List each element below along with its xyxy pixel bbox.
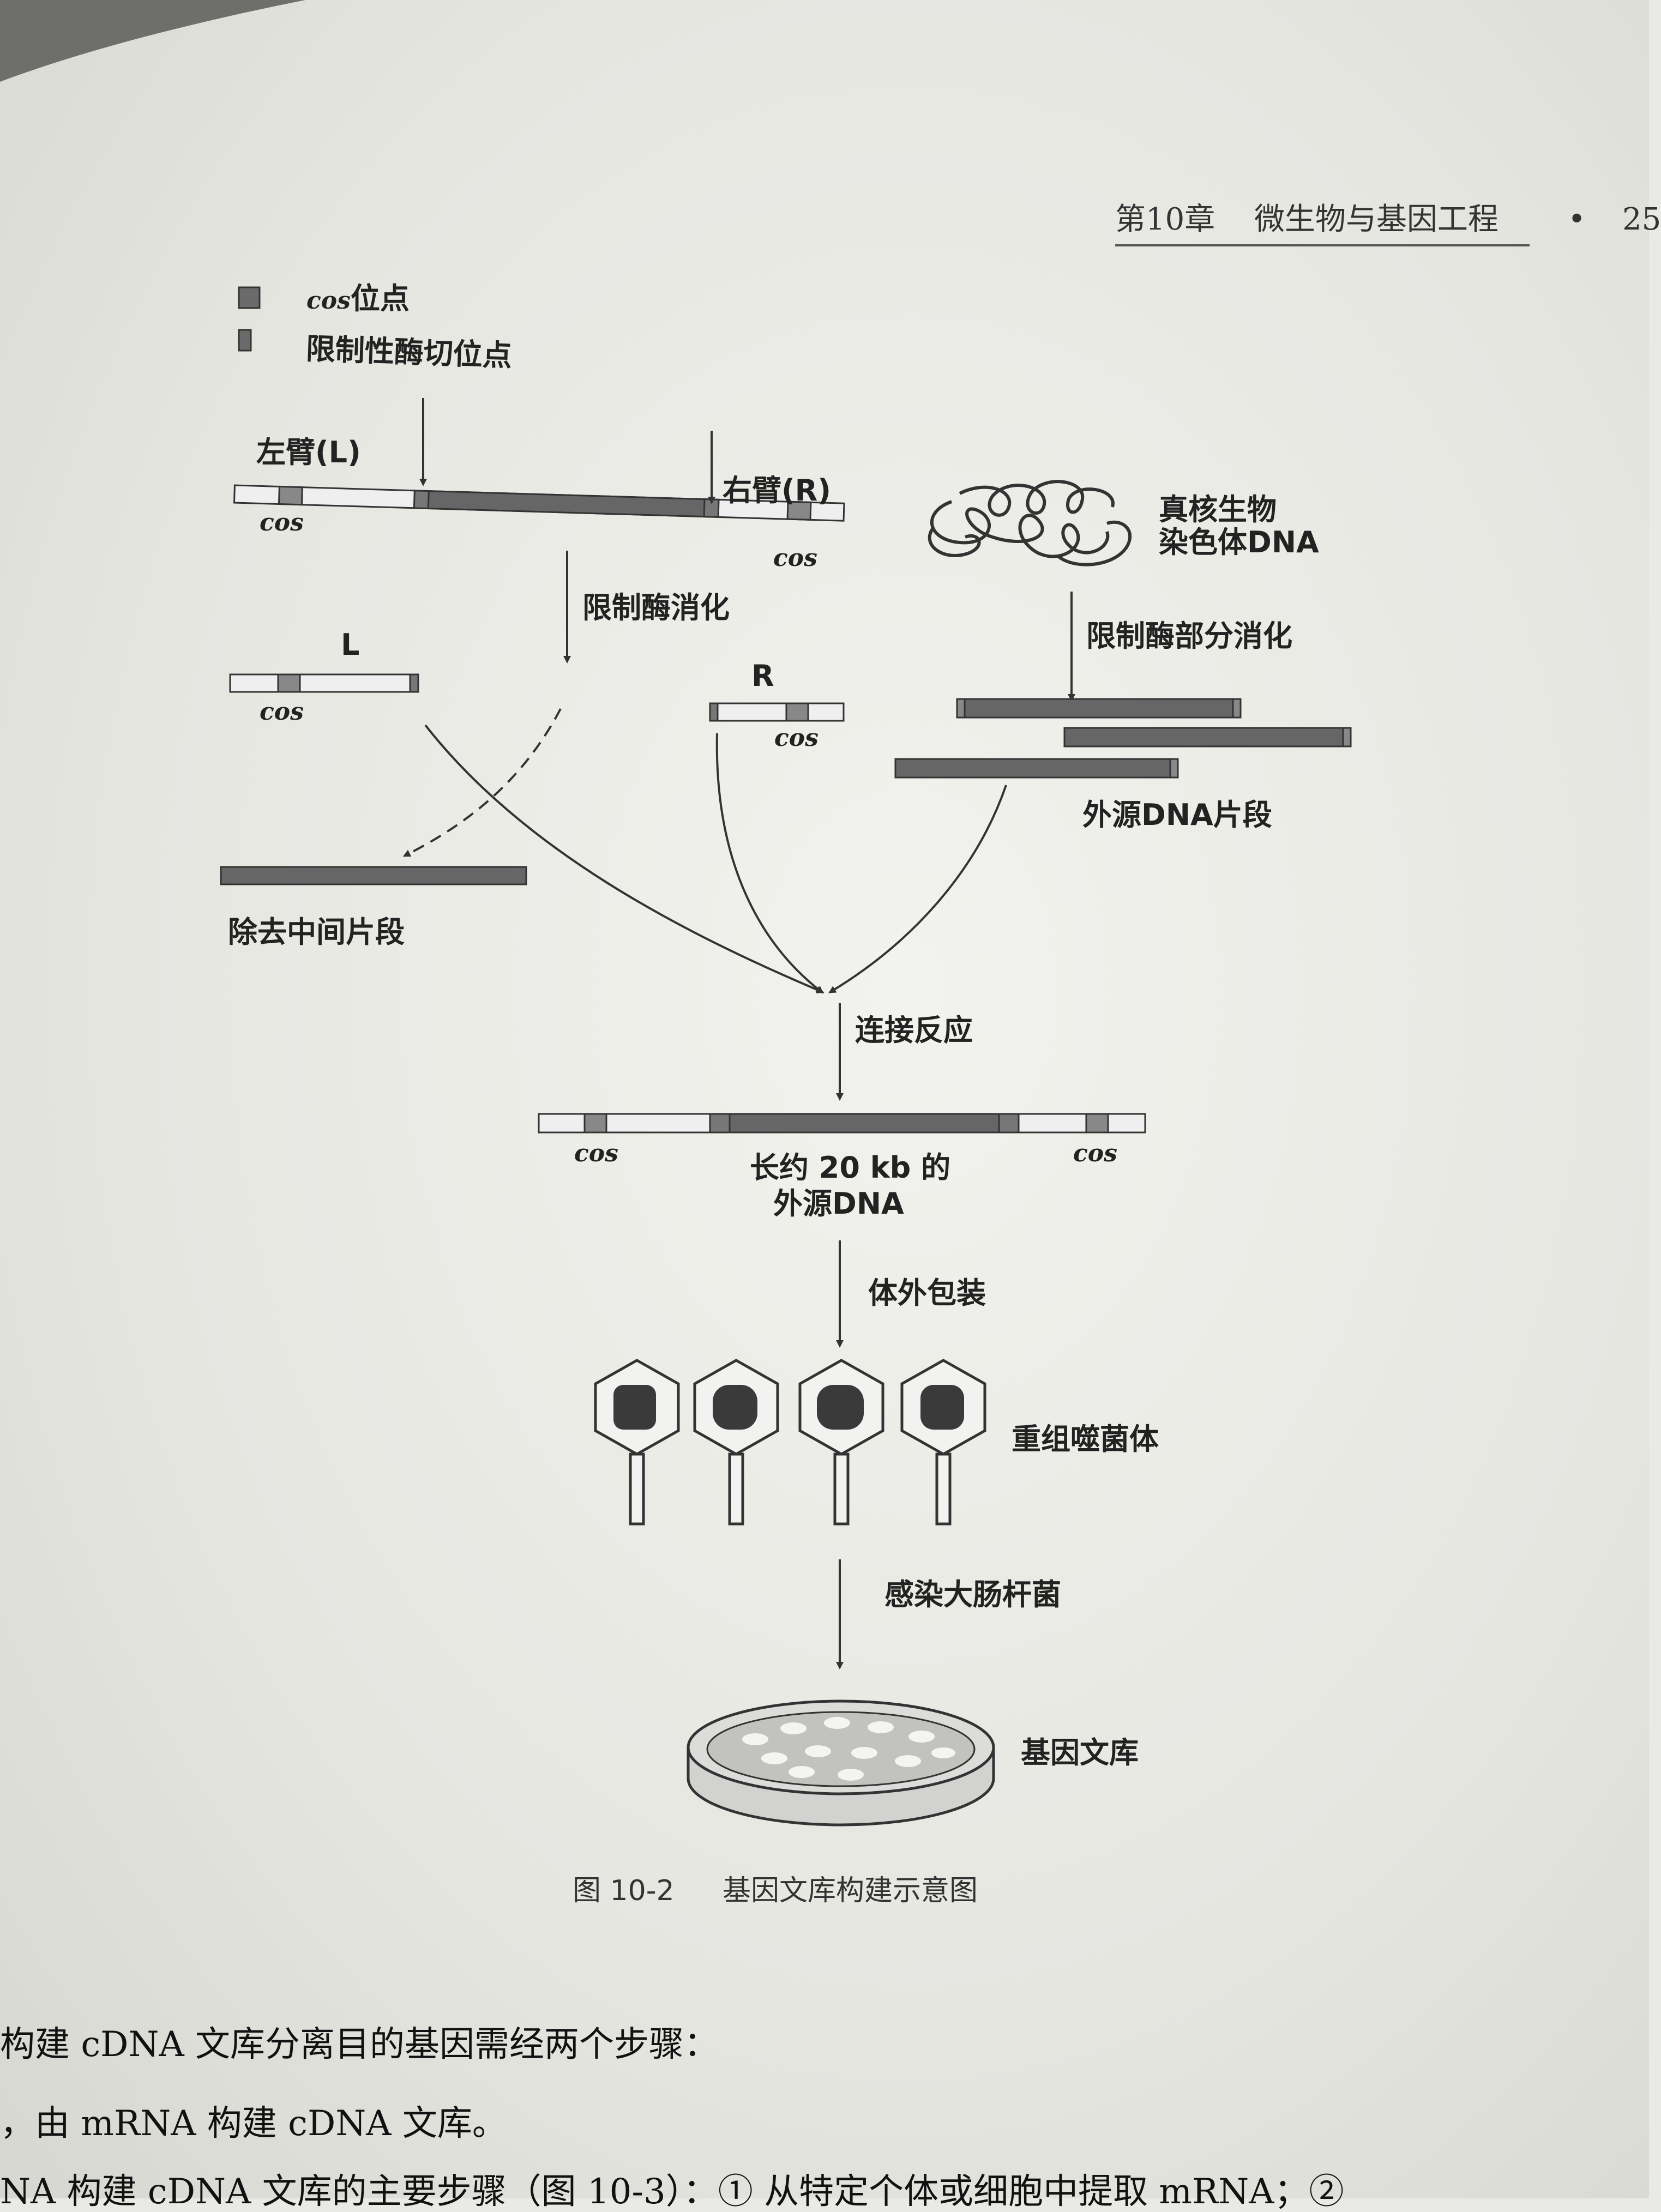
- chapter-title: 微生物与基因工程: [1254, 202, 1498, 237]
- phage-1: [594, 1359, 680, 1526]
- foreign-fragments-label: 外源DNA片段: [1082, 798, 1272, 832]
- phage-label: 重组噬菌体: [1012, 1422, 1159, 1456]
- fragment-to-ligation-arrow: [828, 785, 1007, 993]
- insert-label-1: 长约 20 kb 的: [750, 1150, 951, 1185]
- insert-label-2: 外源DNA: [773, 1186, 904, 1221]
- header-bullet: •: [1568, 202, 1586, 237]
- body-line-2: ，由 mRNA 构建 cDNA 文库。: [0, 2103, 507, 2144]
- vector-dna: [233, 484, 845, 522]
- library-label: 基因文库: [1021, 1735, 1139, 1770]
- chapter-label: 第10章: [1115, 202, 1215, 237]
- cos-label-right: cos: [773, 544, 817, 572]
- packaging-label: 体外包装: [868, 1276, 986, 1310]
- cos-label-insert-right: cos: [1073, 1140, 1117, 1167]
- colonies: [742, 1717, 955, 1781]
- chromosome-dna: [928, 480, 1132, 566]
- L-to-ligation-arrow: [424, 724, 825, 993]
- foreign-fragment-1: [956, 698, 1242, 719]
- right-arm-label: 右臂(R): [723, 473, 831, 508]
- cos-label-insert-left: cos: [574, 1140, 618, 1167]
- right-arm-fragment: [709, 702, 845, 722]
- legend-cos-suffix: 位点: [350, 281, 410, 316]
- petri-dish: [687, 1699, 995, 1827]
- middle-fragment: [220, 866, 527, 885]
- phage-2: [693, 1359, 779, 1526]
- eukaryote-label-2: 染色体DNA: [1159, 525, 1319, 559]
- phage-4: [900, 1359, 986, 1526]
- body-line-3: NA 构建 cDNA 文库的主要步骤（图 10-3）：① 从特定个体或细胞中提取…: [0, 2172, 1344, 2212]
- page-number: 25: [1622, 202, 1661, 237]
- restriction-legend-icon: [238, 329, 252, 352]
- phage-3: [798, 1359, 884, 1526]
- figure-number: 图 10-2: [573, 1875, 675, 1907]
- cos-label-R: cos: [774, 724, 819, 752]
- infect-label: 感染大肠杆菌: [884, 1577, 1061, 1612]
- partial-digest-label: 限制酶部分消化: [1086, 619, 1292, 653]
- left-arm-label: 左臂(L): [256, 435, 361, 469]
- L-label: L: [341, 628, 360, 662]
- legend-cos: cos位点: [306, 282, 410, 315]
- figure-title: 基因文库构建示意图: [723, 1875, 978, 1907]
- left-arm-fragment: [229, 673, 419, 693]
- cos-legend-icon: [238, 286, 261, 309]
- cos-label-left: cos: [260, 509, 304, 537]
- remove-middle-label: 除去中间片段: [228, 915, 405, 949]
- remove-arrow: [402, 708, 562, 857]
- cos-label-L: cos: [260, 698, 304, 726]
- legend-restriction: 限制性酶切位点: [305, 332, 513, 373]
- restriction-digest-label: 限制酶消化: [582, 590, 730, 625]
- foreign-fragment-3: [894, 758, 1179, 779]
- ligation-label: 连接反应: [855, 1013, 973, 1047]
- foreign-fragment-2: [1063, 727, 1352, 748]
- legend-cos-italic: cos: [306, 287, 351, 315]
- R-to-ligation-arrow: [715, 733, 824, 994]
- R-label: R: [751, 659, 774, 693]
- body-line-1: 构建 cDNA 文库分离目的基因需经两个步骤：: [0, 2024, 719, 2065]
- eukaryote-label-1: 真核生物: [1159, 492, 1277, 527]
- recombinant-dna: [538, 1113, 1146, 1134]
